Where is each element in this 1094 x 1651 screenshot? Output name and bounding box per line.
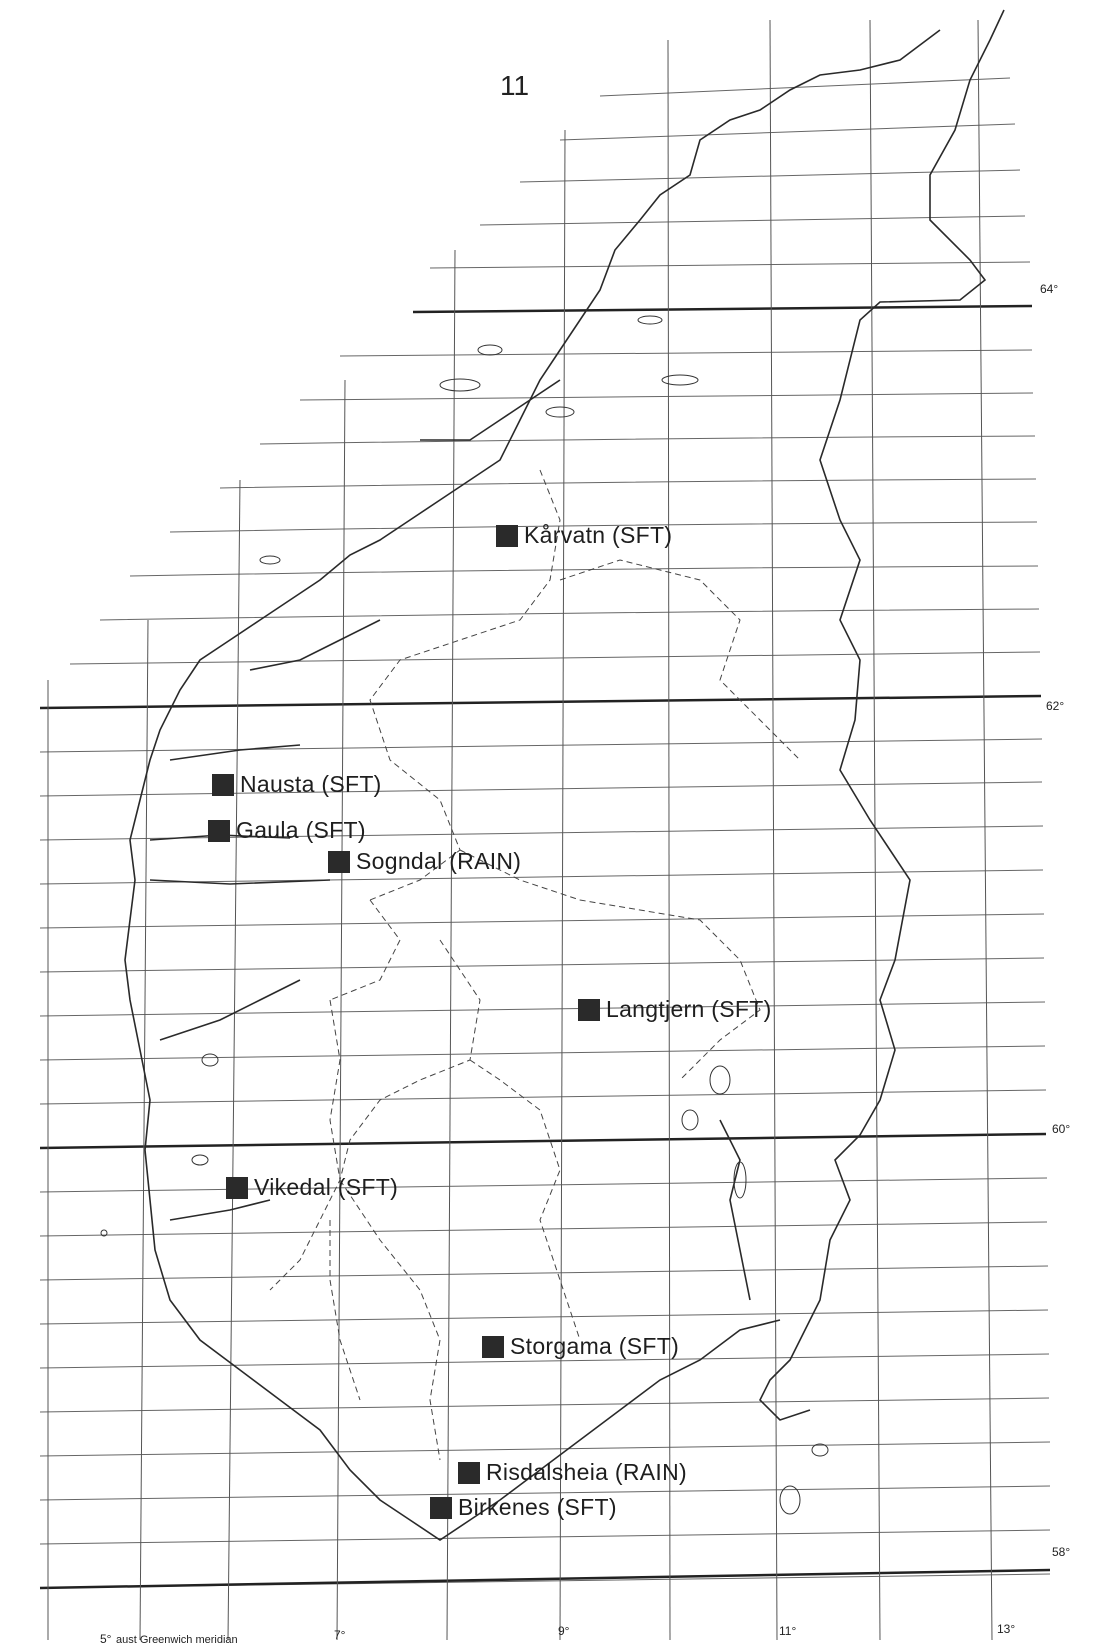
station-label: Nausta (SFT) — [240, 771, 382, 797]
latitude-label-62: 62° — [1046, 699, 1065, 713]
station-gaula[interactable]: Gaula (SFT) — [208, 817, 366, 844]
station-storgama[interactable]: Storgama (SFT) — [482, 1333, 679, 1360]
longitude-label-7: 7° — [334, 1628, 346, 1642]
station-vikedal[interactable]: Vikedal (SFT) — [226, 1174, 398, 1201]
station-label: Risdalsheia (RAIN) — [486, 1459, 687, 1485]
station-karvatn[interactable]: Kårvatn (SFT) — [496, 522, 672, 549]
station-marker-icon — [212, 773, 234, 796]
latitude-label-64: 64° — [1040, 282, 1059, 296]
latitude-label-58: 58° — [1052, 1545, 1071, 1559]
station-marker-icon — [208, 819, 230, 842]
station-nausta[interactable]: Nausta (SFT) — [212, 771, 382, 798]
station-marker-icon — [328, 850, 350, 873]
station-langtjern[interactable]: Langtjern (SFT) — [578, 996, 772, 1023]
latitude-label-60: 60° — [1052, 1122, 1071, 1136]
station-label: Vikedal (SFT) — [254, 1174, 399, 1200]
longitude-label-5: 5° — [100, 1632, 112, 1646]
station-birkenes[interactable]: Birkenes (SFT) — [430, 1494, 617, 1521]
station-label: Birkenes (SFT) — [458, 1494, 617, 1520]
latitude-grid — [39, 77, 1051, 1589]
longitude-label-11: 11° — [779, 1624, 797, 1638]
longitude-label-9: 9° — [558, 1624, 570, 1638]
station-marker-icon — [458, 1461, 480, 1484]
station-label: Storgama (SFT) — [510, 1333, 680, 1359]
station-marker-icon — [496, 524, 518, 547]
meridian-note: aust Greenwich meridian — [116, 1634, 238, 1646]
county-borders — [269, 469, 801, 1461]
station-marker-icon — [482, 1335, 504, 1358]
lakes — [100, 315, 829, 1515]
station-label: Kårvatn (SFT) — [524, 522, 673, 548]
meridian-grid — [47, 19, 993, 1641]
station-marker-icon — [578, 998, 600, 1021]
station-label: Gaula (SFT) — [236, 817, 366, 843]
station-marker-icon — [430, 1496, 452, 1519]
major-latitude-lines — [39, 304, 1051, 1590]
station-marker-icon — [226, 1176, 248, 1199]
page-number: 11 — [500, 70, 530, 101]
station-label: Langtjern (SFT) — [606, 996, 772, 1022]
longitude-label-13: 13° — [997, 1622, 1016, 1636]
station-label: Sogndal (RAIN) — [356, 848, 522, 874]
station-risdalsheia[interactable]: Risdalsheia (RAIN) — [458, 1459, 687, 1486]
station-sogndal[interactable]: Sogndal (RAIN) — [328, 848, 521, 875]
